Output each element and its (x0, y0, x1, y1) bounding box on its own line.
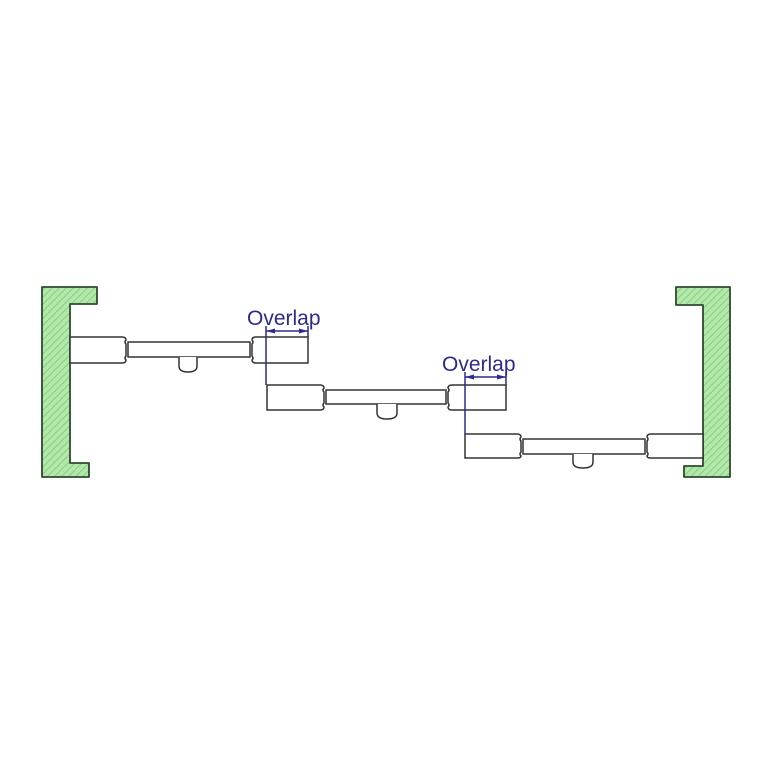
door-panel-2 (266, 384, 507, 420)
panel-2-right-stile (447, 384, 507, 411)
overlap-dimension-2 (464, 372, 507, 434)
door-panel-1 (69, 336, 309, 373)
overlap-label-1: Overlap (247, 307, 321, 330)
panel-1-handle (178, 357, 198, 373)
panel-1-left-stile (69, 336, 127, 364)
door-panel-3 (464, 433, 704, 469)
overlap-label-2: Overlap (442, 353, 516, 376)
panel-3-right-stile (646, 433, 704, 459)
panel-3-handle (572, 454, 594, 469)
panel-2-left-stile (266, 384, 325, 411)
panel-2-handle (376, 404, 398, 420)
panel-3-left-stile (464, 433, 522, 459)
right-wall-channel (675, 286, 731, 478)
left-wall-channel (41, 286, 98, 478)
panel-1-right-stile (251, 336, 309, 364)
overlap-dimension-1 (265, 326, 309, 385)
